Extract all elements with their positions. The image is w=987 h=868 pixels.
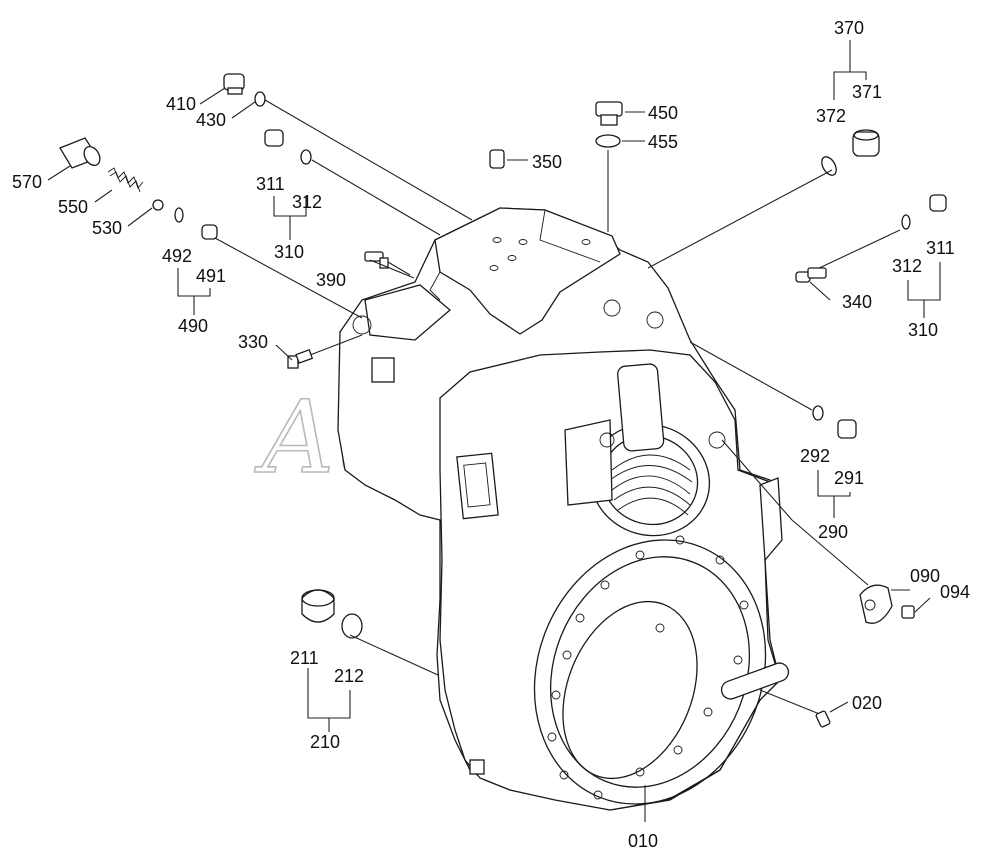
plug-491-part [201, 224, 218, 240]
adapter-570-part [59, 137, 101, 169]
nipple-390-part [364, 251, 389, 269]
label-570: 570 [12, 172, 42, 192]
pin-350-part [489, 149, 505, 169]
label-371: 371 [852, 82, 882, 102]
plug-311-left-part [264, 129, 284, 147]
label-350: 350 [532, 152, 562, 172]
o-ring-492-part [174, 207, 184, 223]
plug-410-part [223, 73, 245, 95]
label-311-left: 311 [256, 174, 285, 194]
label-330: 330 [238, 332, 268, 352]
label-410: 410 [166, 94, 196, 114]
label-292: 292 [800, 446, 830, 466]
bracket-090-part [859, 584, 893, 624]
ball-530-part [152, 199, 164, 211]
o-ring-372-part [821, 156, 837, 176]
label-455: 455 [648, 132, 678, 152]
label-291: 291 [834, 468, 864, 488]
label-310-left: 310 [274, 242, 304, 262]
fitting-340-part [795, 267, 827, 283]
spring-550-part [107, 167, 144, 193]
label-372: 372 [816, 106, 846, 126]
plug-371-part [852, 129, 880, 157]
o-ring-212-part [341, 613, 363, 639]
label-491: 491 [196, 266, 226, 286]
plug-450-part [595, 101, 623, 126]
label-211: 211 [290, 648, 319, 668]
o-ring-455-part [595, 134, 621, 148]
label-550: 550 [58, 197, 88, 217]
plug-291-part [837, 419, 857, 439]
label-492: 492 [162, 246, 192, 266]
transmission-case-housing [337, 207, 790, 811]
plug-211-part [301, 589, 335, 623]
leader-lines [214, 99, 901, 822]
label-312-left: 312 [292, 192, 322, 212]
pin-020-part [815, 710, 831, 728]
label-490: 490 [178, 316, 208, 336]
label-530: 530 [92, 218, 122, 238]
label-020: 020 [852, 693, 882, 713]
o-ring-292-part [812, 405, 824, 421]
label-094: 094 [940, 582, 970, 602]
label-310-right: 310 [908, 320, 938, 340]
label-370: 370 [834, 18, 864, 38]
label-010: 010 [628, 831, 658, 851]
o-ring-312-right-part [901, 214, 911, 230]
label-450: 450 [648, 103, 678, 123]
label-090: 090 [910, 566, 940, 586]
o-ring-430-part [254, 91, 266, 107]
label-312-right: 312 [892, 256, 922, 276]
label-390: 390 [316, 270, 346, 290]
o-ring-312-left-part [300, 149, 312, 165]
label-340: 340 [842, 292, 872, 312]
label-311-right: 311 [926, 238, 955, 258]
bolt-330-part [287, 349, 314, 369]
label-brackets [47, 40, 941, 732]
bolt-094-part [901, 605, 915, 619]
callout-labels: 410 430 570 550 530 311 312 310 492 491 … [12, 18, 970, 851]
label-212: 212 [334, 666, 364, 686]
label-210: 210 [310, 732, 340, 752]
plug-311-right-part [929, 194, 947, 212]
label-290: 290 [818, 522, 848, 542]
label-430: 430 [196, 110, 226, 130]
